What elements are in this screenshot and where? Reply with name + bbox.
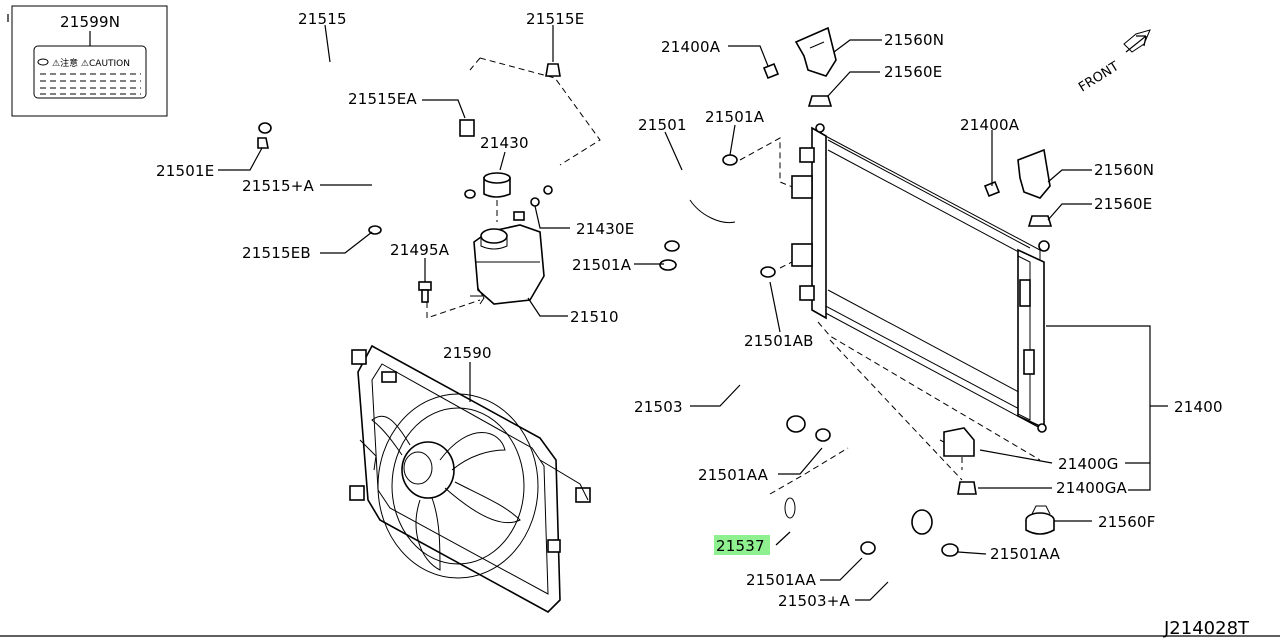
part-label-21501AB[interactable]: 21501AB [744, 332, 814, 350]
clamp-21501A-lower [659, 259, 677, 271]
part-label-21501A-lower[interactable]: 21501A [572, 256, 632, 274]
part-label-21400GA[interactable]: 21400GA [1056, 479, 1128, 497]
clamp-21501AA-upper [815, 428, 831, 442]
part-label-21560N-lower[interactable]: 21560N [1094, 161, 1154, 179]
bolt-21400A-upper [762, 62, 780, 80]
part-label-21515[interactable]: 21515 [298, 10, 347, 28]
clamp-21501A-upper [722, 154, 738, 166]
reservoir-tank-21510 [470, 211, 545, 305]
part-label-21560N-upper[interactable]: 21560N [884, 31, 944, 49]
part-label-21560F[interactable]: 21560F [1098, 513, 1156, 531]
clip-21515E [545, 63, 561, 77]
part-label-21515EA[interactable]: 21515EA [348, 90, 417, 108]
part-label-21501E[interactable]: 21501E [156, 162, 214, 180]
bracket-21560N-upper [794, 26, 837, 77]
front-direction-indicator: FRONT [1076, 29, 1151, 95]
reservoir-hose-21515 [257, 50, 575, 193]
part-label-21430E[interactable]: 21430E [576, 220, 634, 238]
clamp-21501AA-pipe [860, 541, 876, 555]
bracket-21400G [943, 427, 975, 457]
mount-21560E-lower [1027, 215, 1053, 227]
part-label-21510[interactable]: 21510 [570, 308, 619, 326]
mount-21560F [1025, 505, 1055, 535]
highlight-21537 [714, 535, 770, 555]
clamp-21501AB [760, 266, 776, 278]
clip-21400GA [957, 481, 977, 495]
part-label-21503A[interactable]: 21503+A [778, 592, 850, 610]
part-labels: 21515 21515E 21515EA 21430 21501E 21515+… [156, 10, 1223, 610]
part-label-21430[interactable]: 21430 [480, 134, 529, 152]
bolt-21495A [418, 281, 432, 303]
part-label-21501[interactable]: 21501 [638, 116, 687, 134]
bracket-21560N-lower [1017, 148, 1051, 199]
part-label-21560E-upper[interactable]: 21560E [884, 63, 942, 81]
clip-21515EA [459, 119, 475, 137]
leader-lines [218, 24, 1168, 601]
part-label-21537[interactable]: 21537 [716, 537, 765, 555]
part-label-21560E-lower[interactable]: 21560E [1094, 195, 1152, 213]
lower-hose-21503 [699, 279, 806, 433]
reservoir-hose-21515A [368, 128, 476, 235]
mount-21560E-upper [807, 95, 833, 107]
part-label-21503[interactable]: 21503 [634, 398, 683, 416]
part-label-21590[interactable]: 21590 [443, 344, 492, 362]
part-label-21501AA-right[interactable]: 21501AA [990, 545, 1061, 563]
part-label-21599N[interactable]: 21599N [60, 13, 120, 31]
part-label-21400G[interactable]: 21400G [1058, 455, 1119, 473]
caution-label-box: 21599N ⚠注意 ⚠CAUTION [11, 5, 168, 117]
part-label-21400A-upper[interactable]: 21400A [661, 38, 721, 56]
part-label-21400[interactable]: 21400 [1174, 398, 1223, 416]
part-label-21400A-lower[interactable]: 21400A [960, 116, 1020, 134]
caution-text: ⚠注意 ⚠CAUTION [52, 57, 130, 69]
part-label-21515EB[interactable]: 21515EB [242, 244, 311, 262]
part-label-21515A[interactable]: 21515+A [242, 177, 314, 195]
part-label-21515E[interactable]: 21515E [526, 10, 584, 28]
front-label: FRONT [1076, 59, 1122, 95]
reservoir-cap-21430 [483, 172, 511, 222]
upper-hose-21501 [661, 167, 756, 255]
radiator-21400 [791, 123, 1050, 433]
diagram-code: J214028T [1163, 618, 1250, 639]
hose-21503A [875, 505, 933, 590]
clamp-21501AA-right [941, 543, 959, 557]
part-label-21495A[interactable]: 21495A [390, 241, 450, 259]
fan-assembly-21590 [349, 344, 591, 613]
clip-21430E [530, 197, 540, 207]
pipe-21537 [778, 497, 850, 540]
part-label-21501AA-upper[interactable]: 21501AA [698, 466, 769, 484]
part-label-21501A-upper[interactable]: 21501A [705, 108, 765, 126]
part-label-21501AA-lower[interactable]: 21501AA [746, 571, 817, 589]
